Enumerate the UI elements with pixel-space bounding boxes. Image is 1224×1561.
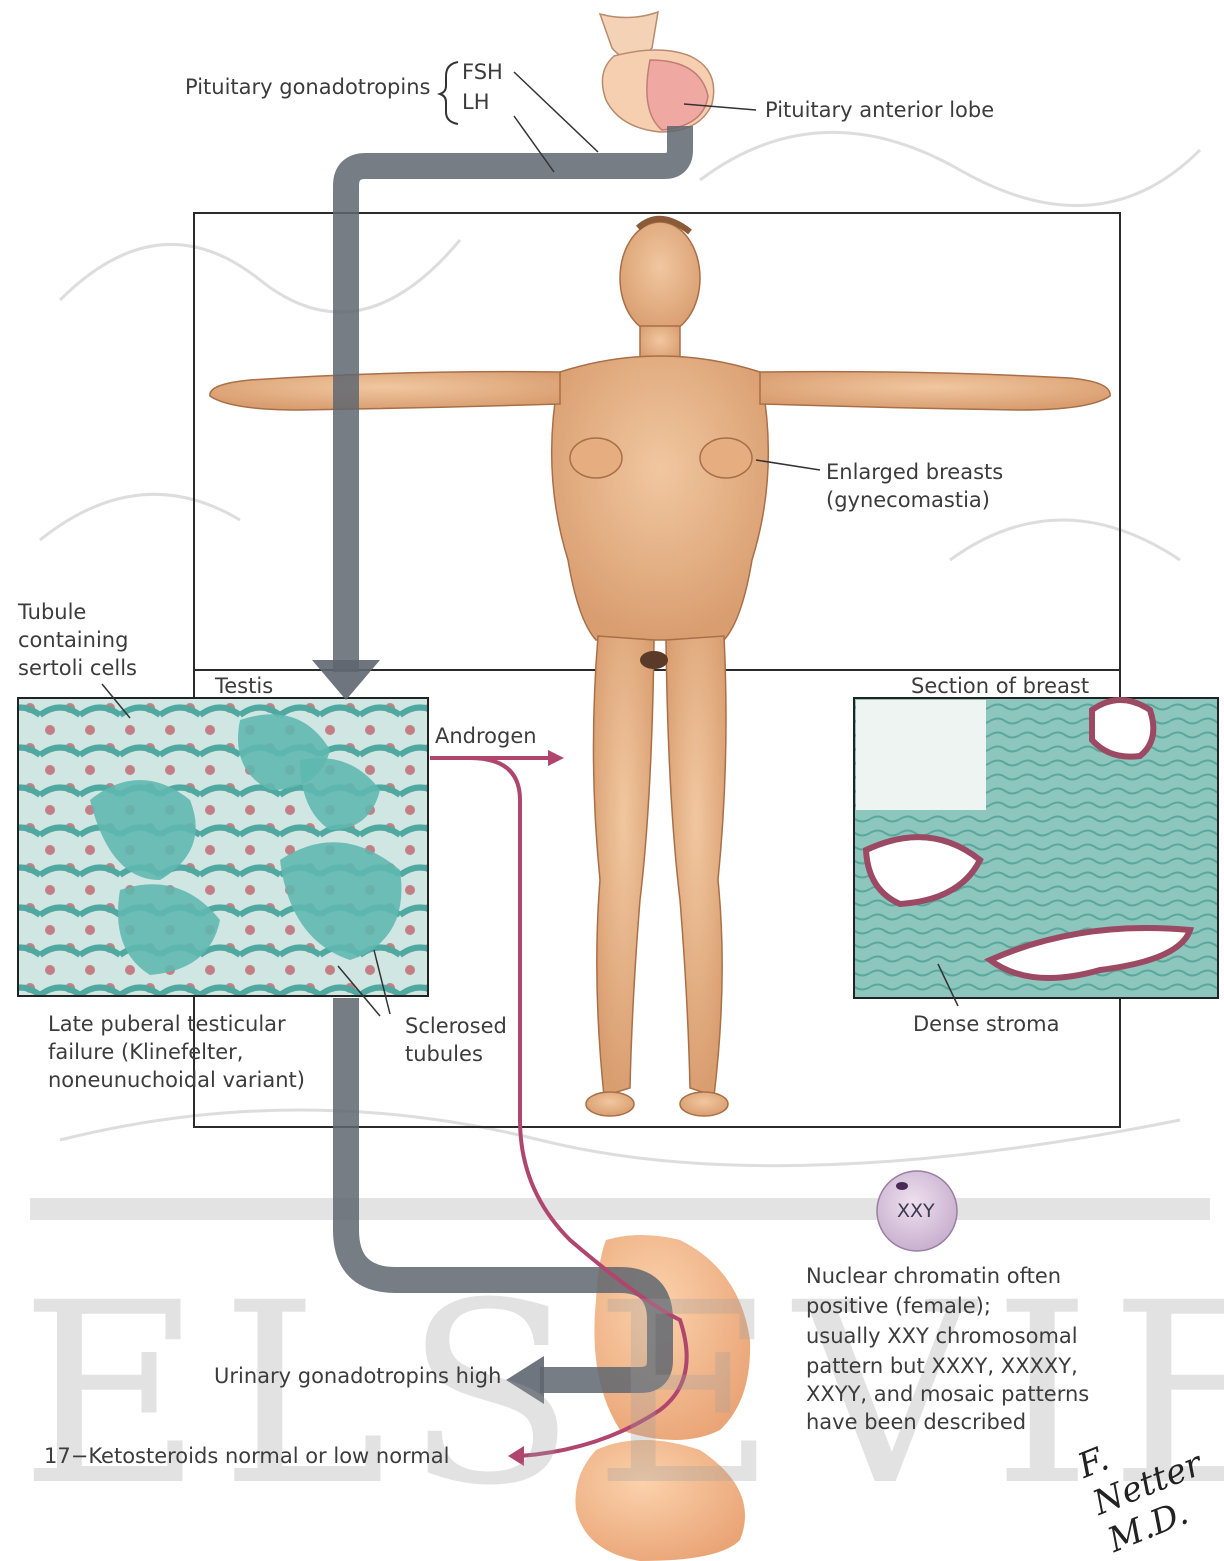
label-ketosteroids: 17−Ketosteroids normal or low normal [44, 1442, 449, 1470]
label-late-puberal-1: Late puberal testicular [48, 1010, 286, 1038]
label-tubule: Tubule [18, 598, 86, 626]
label-urinary-gonadotropins: Urinary gonadotropins high [214, 1362, 501, 1390]
label-fsh: FSH [462, 58, 503, 86]
label-nuclear-6: have been described [806, 1408, 1026, 1436]
label-late-puberal-2: failure (Klinefelter, [48, 1038, 243, 1066]
breast-histology-panel [854, 698, 1218, 998]
label-testis: Testis [215, 672, 273, 700]
testis-histology-panel [18, 698, 428, 996]
label-nuclear-3: usually XXY chromosomal [806, 1322, 1078, 1350]
label-nuclear-4: pattern but XXXY, XXXXY, [806, 1352, 1078, 1380]
watermark-bar [30, 1198, 1210, 1220]
label-nuclear-2: positive (female); [806, 1292, 991, 1320]
label-nuclear-1: Nuclear chromatin often [806, 1262, 1061, 1290]
label-androgen: Androgen [435, 722, 537, 750]
label-late-puberal-3: noneunuchoidal variant) [48, 1066, 305, 1094]
label-lh: LH [462, 88, 490, 116]
label-pituitary-anterior-lobe: Pituitary anterior lobe [765, 96, 994, 124]
label-gynecomastia: (gynecomastia) [826, 486, 990, 514]
fsh-lh-brace [440, 62, 458, 124]
label-dense-stroma: Dense stroma [913, 1010, 1059, 1038]
label-sertoli-cells: sertoli cells [18, 654, 137, 682]
figure-groin [640, 651, 668, 669]
label-nuclear-5: XXYY, and mosaic patterns [806, 1380, 1089, 1408]
label-section-of-breast: Section of breast [911, 672, 1089, 700]
label-enlarged-breasts: Enlarged breasts [826, 458, 1003, 486]
label-pituitary-gonadotropins: Pituitary gonadotropins [185, 73, 430, 101]
label-xxy: XXY [897, 1200, 935, 1222]
label-sclerosed: Sclerosed [405, 1012, 507, 1040]
label-tubule-containing: containing [18, 626, 128, 654]
label-tubules: tubules [405, 1040, 483, 1068]
pituitary-gland [600, 12, 714, 132]
